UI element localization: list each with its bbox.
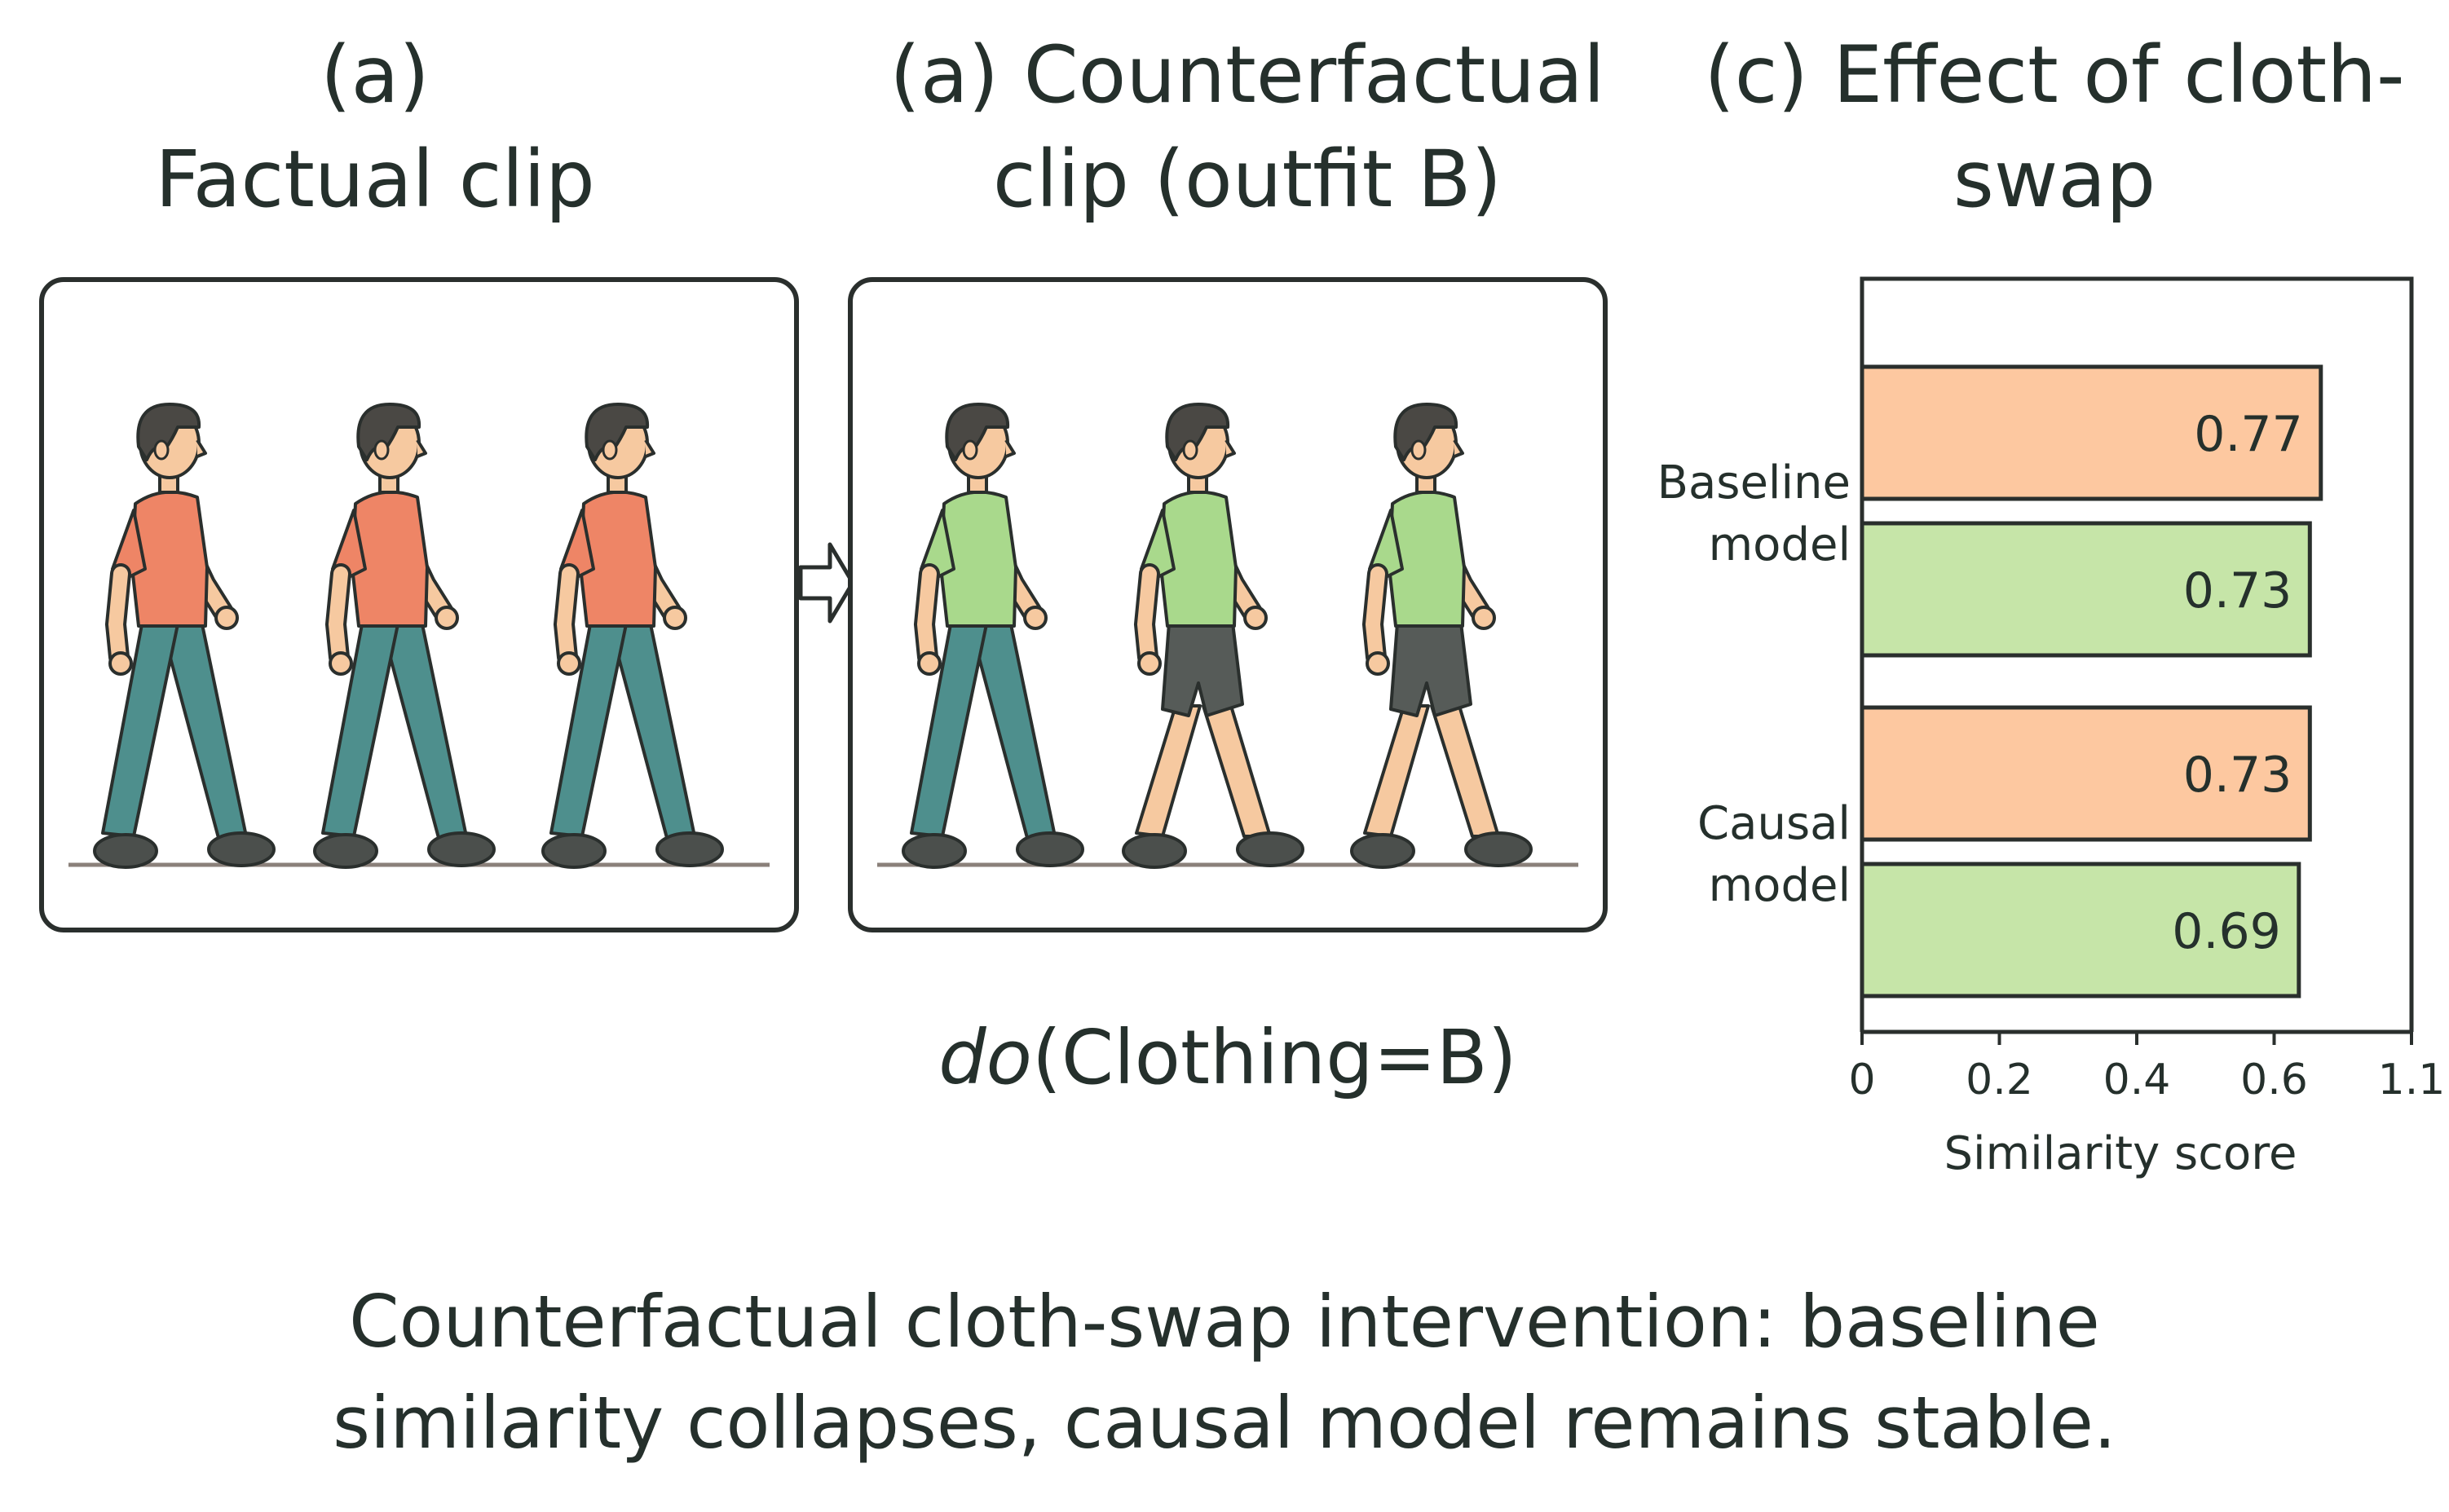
x-tick-label: 0.4 — [2103, 1056, 2171, 1104]
bar — [1860, 862, 2301, 998]
intervention-label: do(Clothing=B) — [848, 1009, 1608, 1107]
right-arrow-icon — [798, 542, 855, 624]
factual-title-line-2: Factual clip — [155, 134, 595, 225]
factual-title-line-1: (a) — [320, 29, 430, 121]
factual-walking-figures — [68, 403, 770, 869]
figure-wrapper — [902, 403, 1084, 869]
counterfactual-clip-panel — [848, 277, 1608, 932]
walking-person-figure — [1350, 403, 1533, 869]
walking-person-figure — [902, 403, 1084, 869]
do-operator: do — [938, 1014, 1032, 1101]
counterfactual-clip-title: (a) Counterfactual clip (outfit B) — [832, 23, 1663, 231]
caption-line-2: similarity collapses, causal model remai… — [333, 1381, 2116, 1465]
walking-person-figure — [313, 403, 496, 869]
figure-wrapper — [1350, 403, 1533, 869]
factual-clip-panel — [39, 277, 799, 932]
x-tick-label: 0 — [1848, 1056, 1875, 1104]
counterfactual-title-line-2: clip (outfit B) — [992, 134, 1502, 225]
walking-person-figure — [541, 403, 724, 869]
counterfactual-title-line-1: (a) Counterfactual — [889, 29, 1605, 121]
category-label: model — [1709, 518, 1851, 571]
bar — [1860, 364, 2323, 501]
chart-title-line-1: (c) Effect of cloth- — [1704, 29, 2405, 121]
walking-person-figure — [93, 403, 276, 869]
category-label: model — [1709, 859, 1851, 912]
figure-caption: Counterfactual cloth-swap intervention: … — [33, 1272, 2416, 1474]
bar-value-label: 0.73 — [2183, 562, 2292, 619]
counterfactual-walking-figures — [877, 403, 1578, 869]
figure-wrapper — [1122, 403, 1304, 869]
x-tick-label: 0.6 — [2240, 1056, 2308, 1104]
caption-line-1: Counterfactual cloth-swap intervention: … — [349, 1280, 2100, 1364]
x-tick-label: 1.1 — [2378, 1056, 2446, 1104]
figure-wrapper — [93, 403, 276, 869]
figure-wrapper — [541, 403, 724, 869]
x-axis-label: Similarity score — [1944, 1127, 2297, 1180]
figure-wrapper — [313, 403, 496, 869]
bar — [1860, 705, 2312, 842]
chart-title-line-2: swap — [1953, 134, 2156, 225]
bar — [1860, 521, 2312, 658]
bar-value-label: 0.77 — [2194, 406, 2303, 463]
x-tick-label: 0.2 — [1966, 1056, 2033, 1104]
bar-value-label: 0.69 — [2172, 903, 2281, 960]
chart-title: (c) Effect of cloth- swap — [1663, 23, 2446, 231]
walking-person-figure — [1122, 403, 1304, 869]
factual-clip-title: (a) Factual clip — [24, 23, 726, 231]
bar-value-label: 0.73 — [2183, 747, 2292, 804]
intervention-expression: (Clothing=B) — [1031, 1014, 1517, 1101]
category-label: Causal — [1697, 797, 1851, 850]
category-label: Baseline — [1657, 456, 1851, 509]
